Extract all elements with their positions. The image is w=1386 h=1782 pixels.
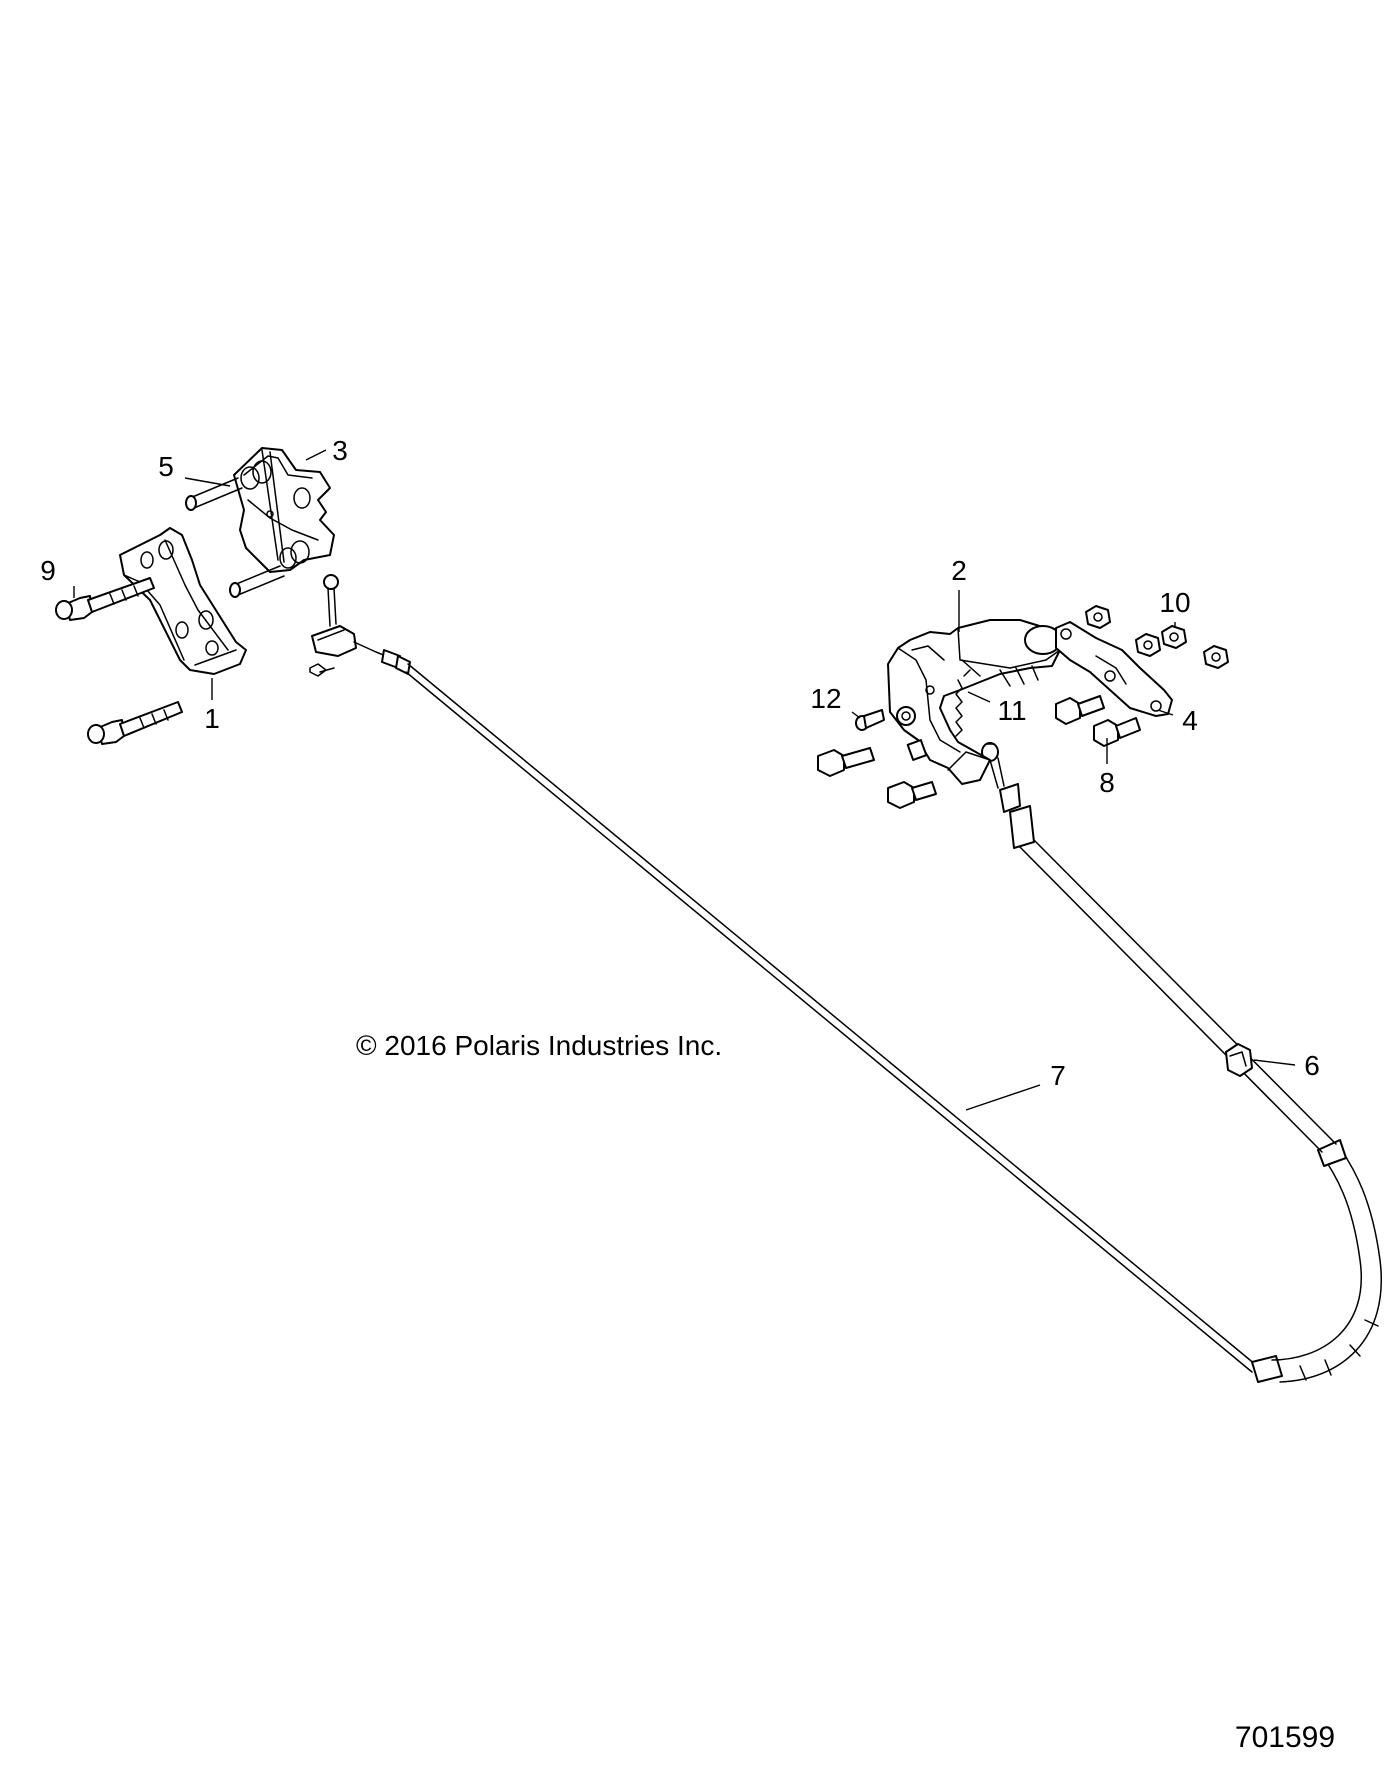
- callout-5: 5: [158, 451, 174, 482]
- callout-2: 2: [951, 555, 967, 586]
- lever-mounting-bolt: [817, 747, 937, 809]
- callout-11: 11: [997, 695, 1026, 726]
- callout-3: 3: [332, 435, 348, 466]
- callout-7: 7: [1050, 1060, 1066, 1091]
- bolt-part-9: [55, 577, 183, 745]
- callout-10: 10: [1159, 587, 1190, 618]
- leader-lines: [73, 449, 1296, 1111]
- mounting-bracket-part-1: [119, 527, 247, 675]
- brake-lever-part-2: [887, 619, 1062, 785]
- cable-clevis: [309, 574, 411, 677]
- callout-6: 6: [1304, 1050, 1320, 1081]
- cable-end-fitting: [981, 742, 1035, 849]
- bracket-assembly-part-3: [233, 447, 335, 573]
- callout-8: 8: [1099, 767, 1115, 798]
- callout-9: 9: [40, 555, 56, 586]
- spring-part-11: [955, 669, 971, 737]
- callout-1: 1: [204, 703, 220, 734]
- callout-4: 4: [1182, 705, 1198, 736]
- copyright-notice: © 2016 Polaris Industries Inc.: [356, 1030, 722, 1061]
- bolt-part-12: [855, 709, 885, 731]
- bolt-part-8: [1055, 695, 1141, 747]
- document-id: 701599: [1235, 1721, 1335, 1754]
- brake-cable-part-7: [405, 663, 1382, 1383]
- nut-part-10: [1085, 605, 1229, 669]
- clip-part-6: [1225, 1043, 1253, 1077]
- callout-12: 12: [810, 683, 841, 714]
- pin-part-5: [185, 477, 285, 598]
